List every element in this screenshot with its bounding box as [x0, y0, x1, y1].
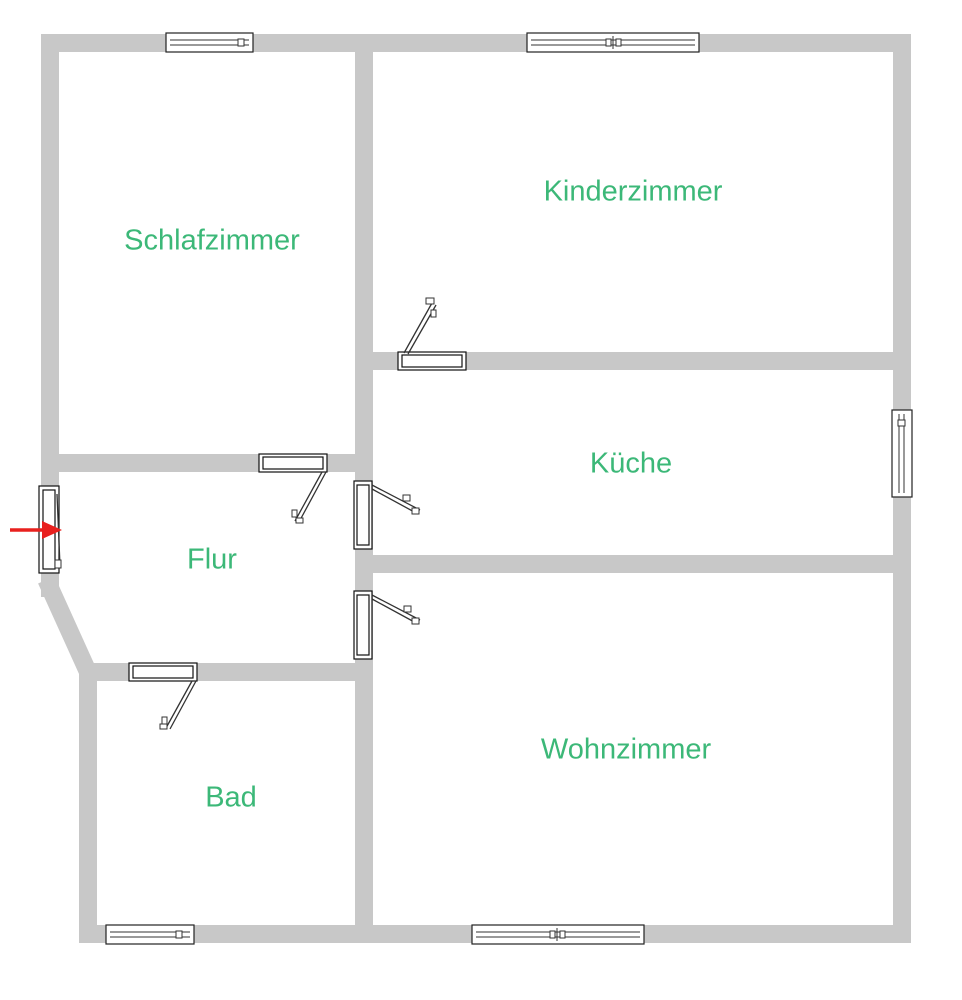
door-bad	[128, 662, 198, 730]
room-label-schlafzimmer: Schlafzimmer	[124, 225, 300, 257]
window-kueche	[891, 409, 913, 498]
door-kueche	[353, 480, 421, 550]
entrance-arrow-head	[42, 521, 62, 539]
room-label-kinderzimmer: Kinderzimmer	[544, 176, 723, 208]
walls	[38, 34, 911, 943]
outer-wall-left-diagonal	[38, 576, 100, 684]
door-wohnzimmer	[353, 590, 421, 660]
window-wohnzimmer	[471, 924, 645, 945]
room-label-flur: Flur	[187, 544, 237, 576]
windows	[105, 32, 913, 945]
doors	[38, 297, 467, 730]
window-kinderzimmer	[526, 32, 700, 53]
room-label-bad: Bad	[205, 782, 257, 814]
door-schlafzimmer	[258, 453, 328, 524]
room-labels: Schlafzimmer Kinderzimmer Küche Flur Bad…	[124, 176, 723, 814]
entrance-arrow	[10, 521, 62, 539]
room-label-kueche: Küche	[590, 448, 672, 480]
window-schlafzimmer	[165, 32, 254, 53]
window-bad	[105, 924, 195, 945]
room-label-wohnzimmer: Wohnzimmer	[541, 734, 712, 766]
door-kinderzimmer	[397, 297, 467, 371]
